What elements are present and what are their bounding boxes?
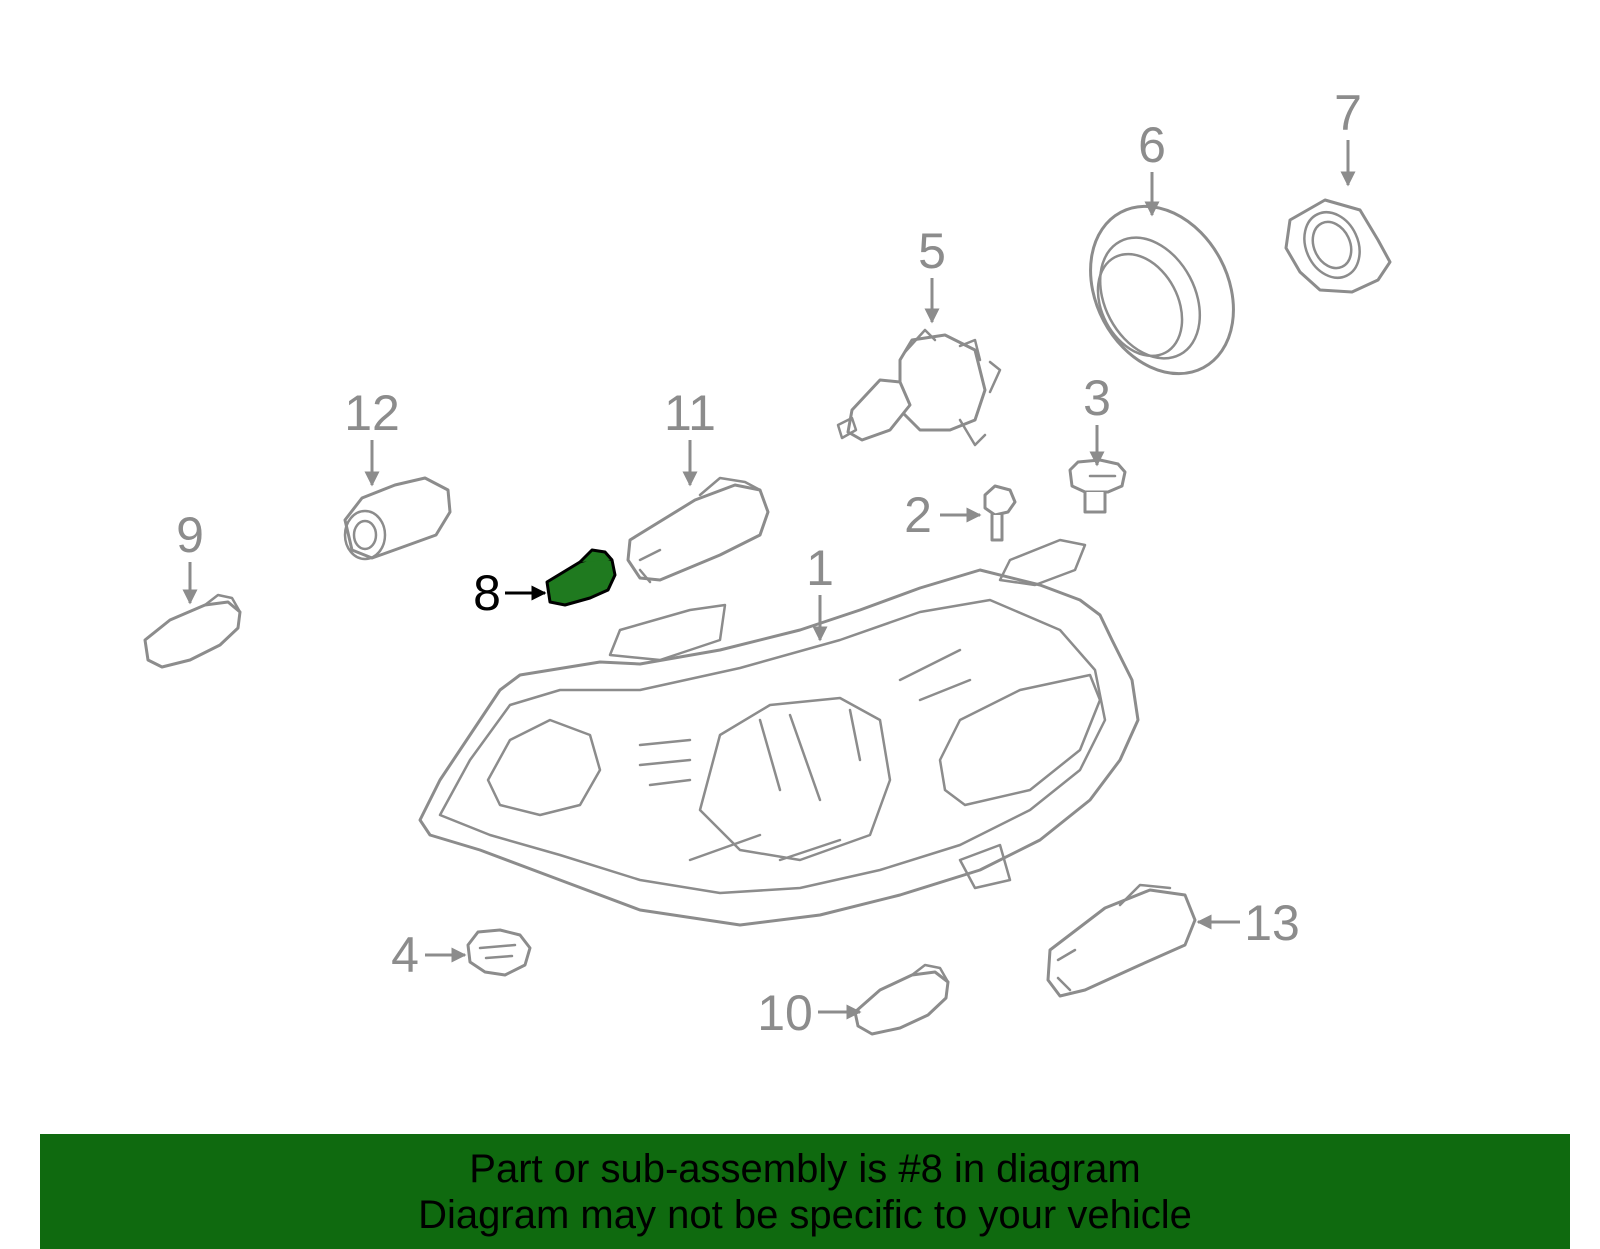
svg-text:11: 11 — [664, 385, 716, 441]
svg-text:6: 6 — [1138, 117, 1166, 173]
wedge-bulb-part-8-highlighted[interactable] — [545, 548, 617, 607]
svg-text:3: 3 — [1083, 370, 1111, 426]
callout-13: 13 — [1196, 895, 1300, 951]
callout-12: 12 — [344, 385, 400, 487]
callout-4: 4 — [391, 927, 467, 983]
socket-part-4 — [466, 928, 532, 977]
callout-5: 5 — [918, 223, 946, 324]
callout-10: 10 — [757, 985, 862, 1041]
retainer-part-7 — [1284, 198, 1392, 294]
bulb-part-5 — [836, 328, 1002, 447]
callout-9: 9 — [176, 507, 204, 605]
parts-diagram: 1 2 3 4 5 6 7 8 9 10 11 12 — [143, 85, 1392, 1041]
banner-line-part-number: Part or sub-assembly is #8 in diagram — [469, 1147, 1141, 1191]
svg-text:12: 12 — [344, 385, 400, 441]
wedge-bulb-part-9 — [143, 593, 242, 669]
socket-part-11 — [626, 476, 770, 584]
svg-text:9: 9 — [176, 507, 204, 563]
dust-cap-part-6 — [1089, 204, 1235, 376]
socket-part-13 — [1046, 883, 1197, 998]
clip-part-2 — [983, 484, 1017, 542]
svg-text:8: 8 — [473, 565, 501, 621]
svg-text:7: 7 — [1334, 85, 1362, 141]
svg-text:2: 2 — [904, 487, 932, 543]
callout-1: 1 — [806, 540, 834, 642]
callout-11: 11 — [664, 385, 716, 487]
banner-line-disclaimer: Diagram may not be specific to your vehi… — [418, 1193, 1192, 1237]
clip-part-3 — [1068, 458, 1127, 514]
callout-2: 2 — [904, 487, 982, 543]
info-banner: Part or sub-assembly is #8 in diagram Di… — [40, 1134, 1570, 1249]
svg-text:13: 13 — [1244, 895, 1300, 951]
headlamp-assembly-part — [418, 538, 1140, 927]
wedge-bulb-part-10 — [853, 963, 950, 1036]
socket-part-12 — [343, 476, 452, 561]
callout-7: 7 — [1334, 85, 1362, 187]
svg-text:10: 10 — [757, 985, 813, 1041]
svg-text:1: 1 — [806, 540, 834, 596]
svg-text:4: 4 — [391, 927, 419, 983]
callout-8-highlighted[interactable]: 8 — [473, 565, 547, 621]
svg-text:5: 5 — [918, 223, 946, 279]
callout-6: 6 — [1138, 117, 1166, 217]
callout-3: 3 — [1083, 370, 1111, 467]
